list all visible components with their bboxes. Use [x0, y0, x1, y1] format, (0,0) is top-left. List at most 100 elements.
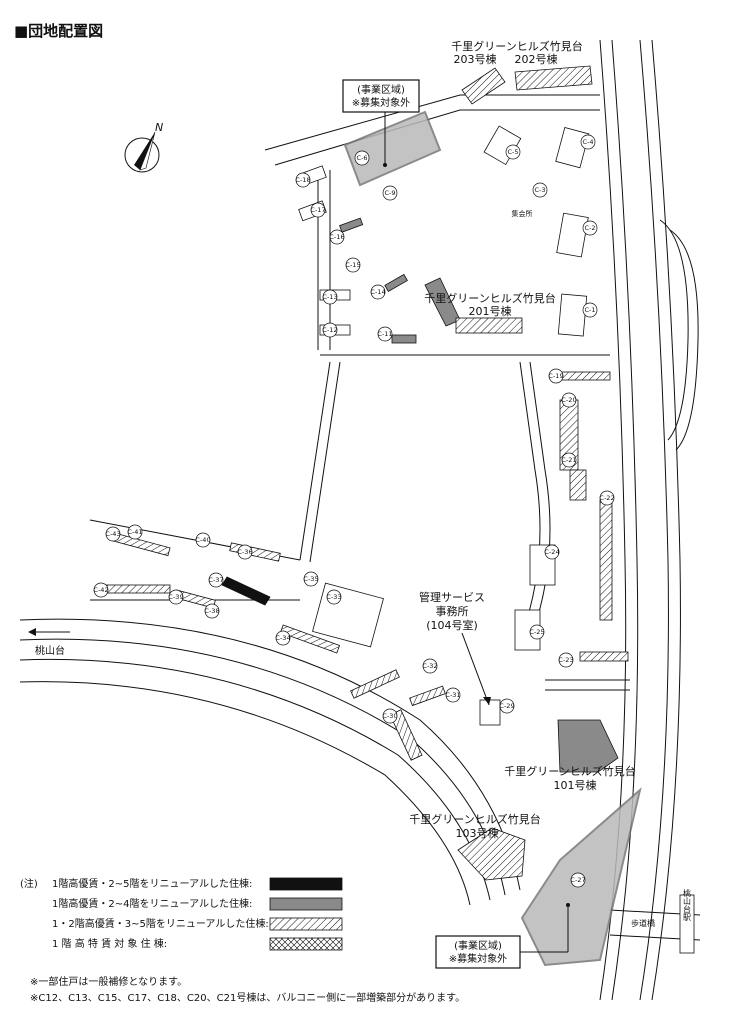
svg-text:C-12: C-12	[322, 326, 337, 334]
label-c31: C-31	[445, 687, 461, 703]
svg-text:C-35: C-35	[303, 575, 318, 583]
svg-text:C-39: C-39	[168, 593, 183, 601]
svg-text:C-6: C-6	[356, 154, 367, 162]
building-101	[557, 719, 619, 773]
svg-text:C-31: C-31	[445, 691, 460, 699]
svg-text:※募集対象外: ※募集対象外	[449, 952, 507, 965]
label-c5: C-5	[505, 144, 521, 160]
building-201	[455, 317, 523, 334]
svg-text:C-23: C-23	[558, 656, 573, 664]
footbridge-label: 歩道橋	[631, 918, 655, 928]
svg-text:C-43: C-43	[105, 530, 120, 538]
svg-text:(事業区域): (事業区域)	[357, 83, 405, 96]
svg-text:C-25: C-25	[529, 628, 544, 636]
svg-text:C-37: C-37	[208, 576, 223, 584]
label-c43: C-43	[105, 526, 121, 542]
label-meeting-hall: 集会所	[512, 209, 533, 218]
svg-text:C-40: C-40	[195, 536, 210, 544]
label-c13: C-13	[322, 289, 338, 305]
label-202-no: 202号棟	[515, 52, 558, 66]
business-area-top	[343, 110, 442, 187]
label-c3: C-3	[532, 182, 548, 198]
svg-text:C-38: C-38	[204, 607, 219, 615]
building-103	[457, 827, 526, 881]
svg-text:C-42: C-42	[93, 586, 108, 594]
svg-text:(104号室): (104号室)	[426, 618, 478, 632]
svg-text:C-24: C-24	[544, 548, 559, 556]
north-arrow-icon: N	[124, 121, 163, 173]
direction-momoyamadai: 桃山台	[28, 628, 70, 657]
label-c16: C-16	[329, 229, 345, 245]
svg-text:C-15: C-15	[345, 261, 360, 269]
label-c1: C-1	[582, 302, 598, 318]
note-1: ※一部住戸は一般補修となります。	[30, 975, 187, 988]
housing-blocks	[99, 125, 629, 761]
label-c29: C-29	[499, 698, 515, 714]
svg-text:C-34: C-34	[275, 634, 290, 642]
svg-text:C-19: C-19	[548, 372, 563, 380]
svg-text:C-33: C-33	[326, 593, 341, 601]
svg-text:C-21: C-21	[561, 456, 576, 464]
label-101-no: 101号棟	[554, 778, 597, 792]
business-area-top-box: (事業区域) ※募集対象外	[342, 79, 420, 167]
label-c36: C-36	[237, 544, 253, 560]
label-c37: C-37	[208, 572, 224, 588]
legend-note-prefix: (注)	[20, 877, 38, 890]
label-201-no: 201号棟	[469, 304, 512, 318]
label-c27: C-27	[570, 872, 586, 888]
svg-text:C-30: C-30	[382, 712, 397, 720]
svg-text:C-27: C-27	[570, 876, 585, 884]
label-c30: C-30	[382, 708, 398, 724]
svg-text:C-16: C-16	[329, 233, 344, 241]
block-labels: C-1 C-2 C-3 C-4 C-5 C-6 C-9 C-11 C-12 C-…	[93, 134, 615, 888]
label-c18: C-18	[295, 172, 311, 188]
label-c23: C-23	[558, 652, 574, 668]
label-103-no: 103号棟	[456, 826, 499, 840]
svg-text:C-22: C-22	[599, 494, 614, 502]
legend-item-0-label: 1階高優賃・2~5階をリニューアルした住棟:	[52, 877, 252, 890]
label-c4: C-4	[580, 134, 596, 150]
legend-item-3-label: 1 階 高 特 賃 対 象 住 棟:	[52, 937, 167, 950]
label-c22: C-22	[599, 490, 615, 506]
svg-text:C-2: C-2	[584, 224, 595, 232]
label-c15: C-15	[345, 257, 361, 273]
label-c34: C-34	[275, 630, 291, 646]
note-2: ※C12、C13、C15、C17、C18、C20、C21号棟は、バルコニー側に一…	[30, 991, 465, 1004]
lower-road	[19, 618, 521, 906]
label-c39: C-39	[168, 589, 184, 605]
svg-text:管理サービス: 管理サービス	[419, 590, 485, 604]
label-c21: C-21	[561, 452, 577, 468]
label-c40: C-40	[195, 532, 211, 548]
svg-text:C-29: C-29	[499, 702, 514, 710]
svg-text:C-17: C-17	[310, 206, 325, 214]
label-c17: C-17	[310, 202, 326, 218]
svg-text:C-32: C-32	[422, 662, 437, 670]
svg-text:(事業区域): (事業区域)	[454, 939, 502, 952]
label-103-name: 千里グリーンヒルズ竹見台	[409, 812, 540, 826]
label-c32: C-32	[422, 658, 438, 674]
office-label: 管理サービス 事務所 (104号室)	[419, 590, 491, 706]
legend-swatch-hatch	[269, 917, 343, 931]
label-c9: C-9	[382, 185, 398, 201]
label-c14: C-14	[370, 284, 386, 300]
svg-text:C-9: C-9	[384, 189, 395, 197]
label-101-name: 千里グリーンヒルズ竹見台	[504, 764, 635, 778]
svg-text:C-11: C-11	[377, 330, 392, 338]
legend-item-1-label: 1階高優賃・2~4階をリニューアルした住棟:	[52, 897, 252, 910]
svg-text:C-18: C-18	[295, 176, 310, 184]
label-c41: C-41	[127, 524, 143, 540]
building-c37	[221, 576, 271, 606]
legend-item-2-label: 1・2階高優賃・3~5階をリニューアルした住棟:	[52, 917, 269, 930]
svg-text:C-36: C-36	[237, 548, 252, 556]
label-c11: C-11	[377, 326, 393, 342]
label-c24: C-24	[544, 544, 560, 560]
svg-text:C-41: C-41	[127, 528, 142, 536]
station-name: 桃山台駅	[683, 888, 692, 922]
svg-text:C-4: C-4	[582, 138, 593, 146]
svg-text:事務所: 事務所	[436, 604, 469, 618]
label-c6: C-6	[354, 150, 370, 166]
label-c20: C-20	[561, 392, 577, 408]
label-c33: C-33	[326, 589, 342, 605]
label-c25: C-25	[529, 624, 545, 640]
